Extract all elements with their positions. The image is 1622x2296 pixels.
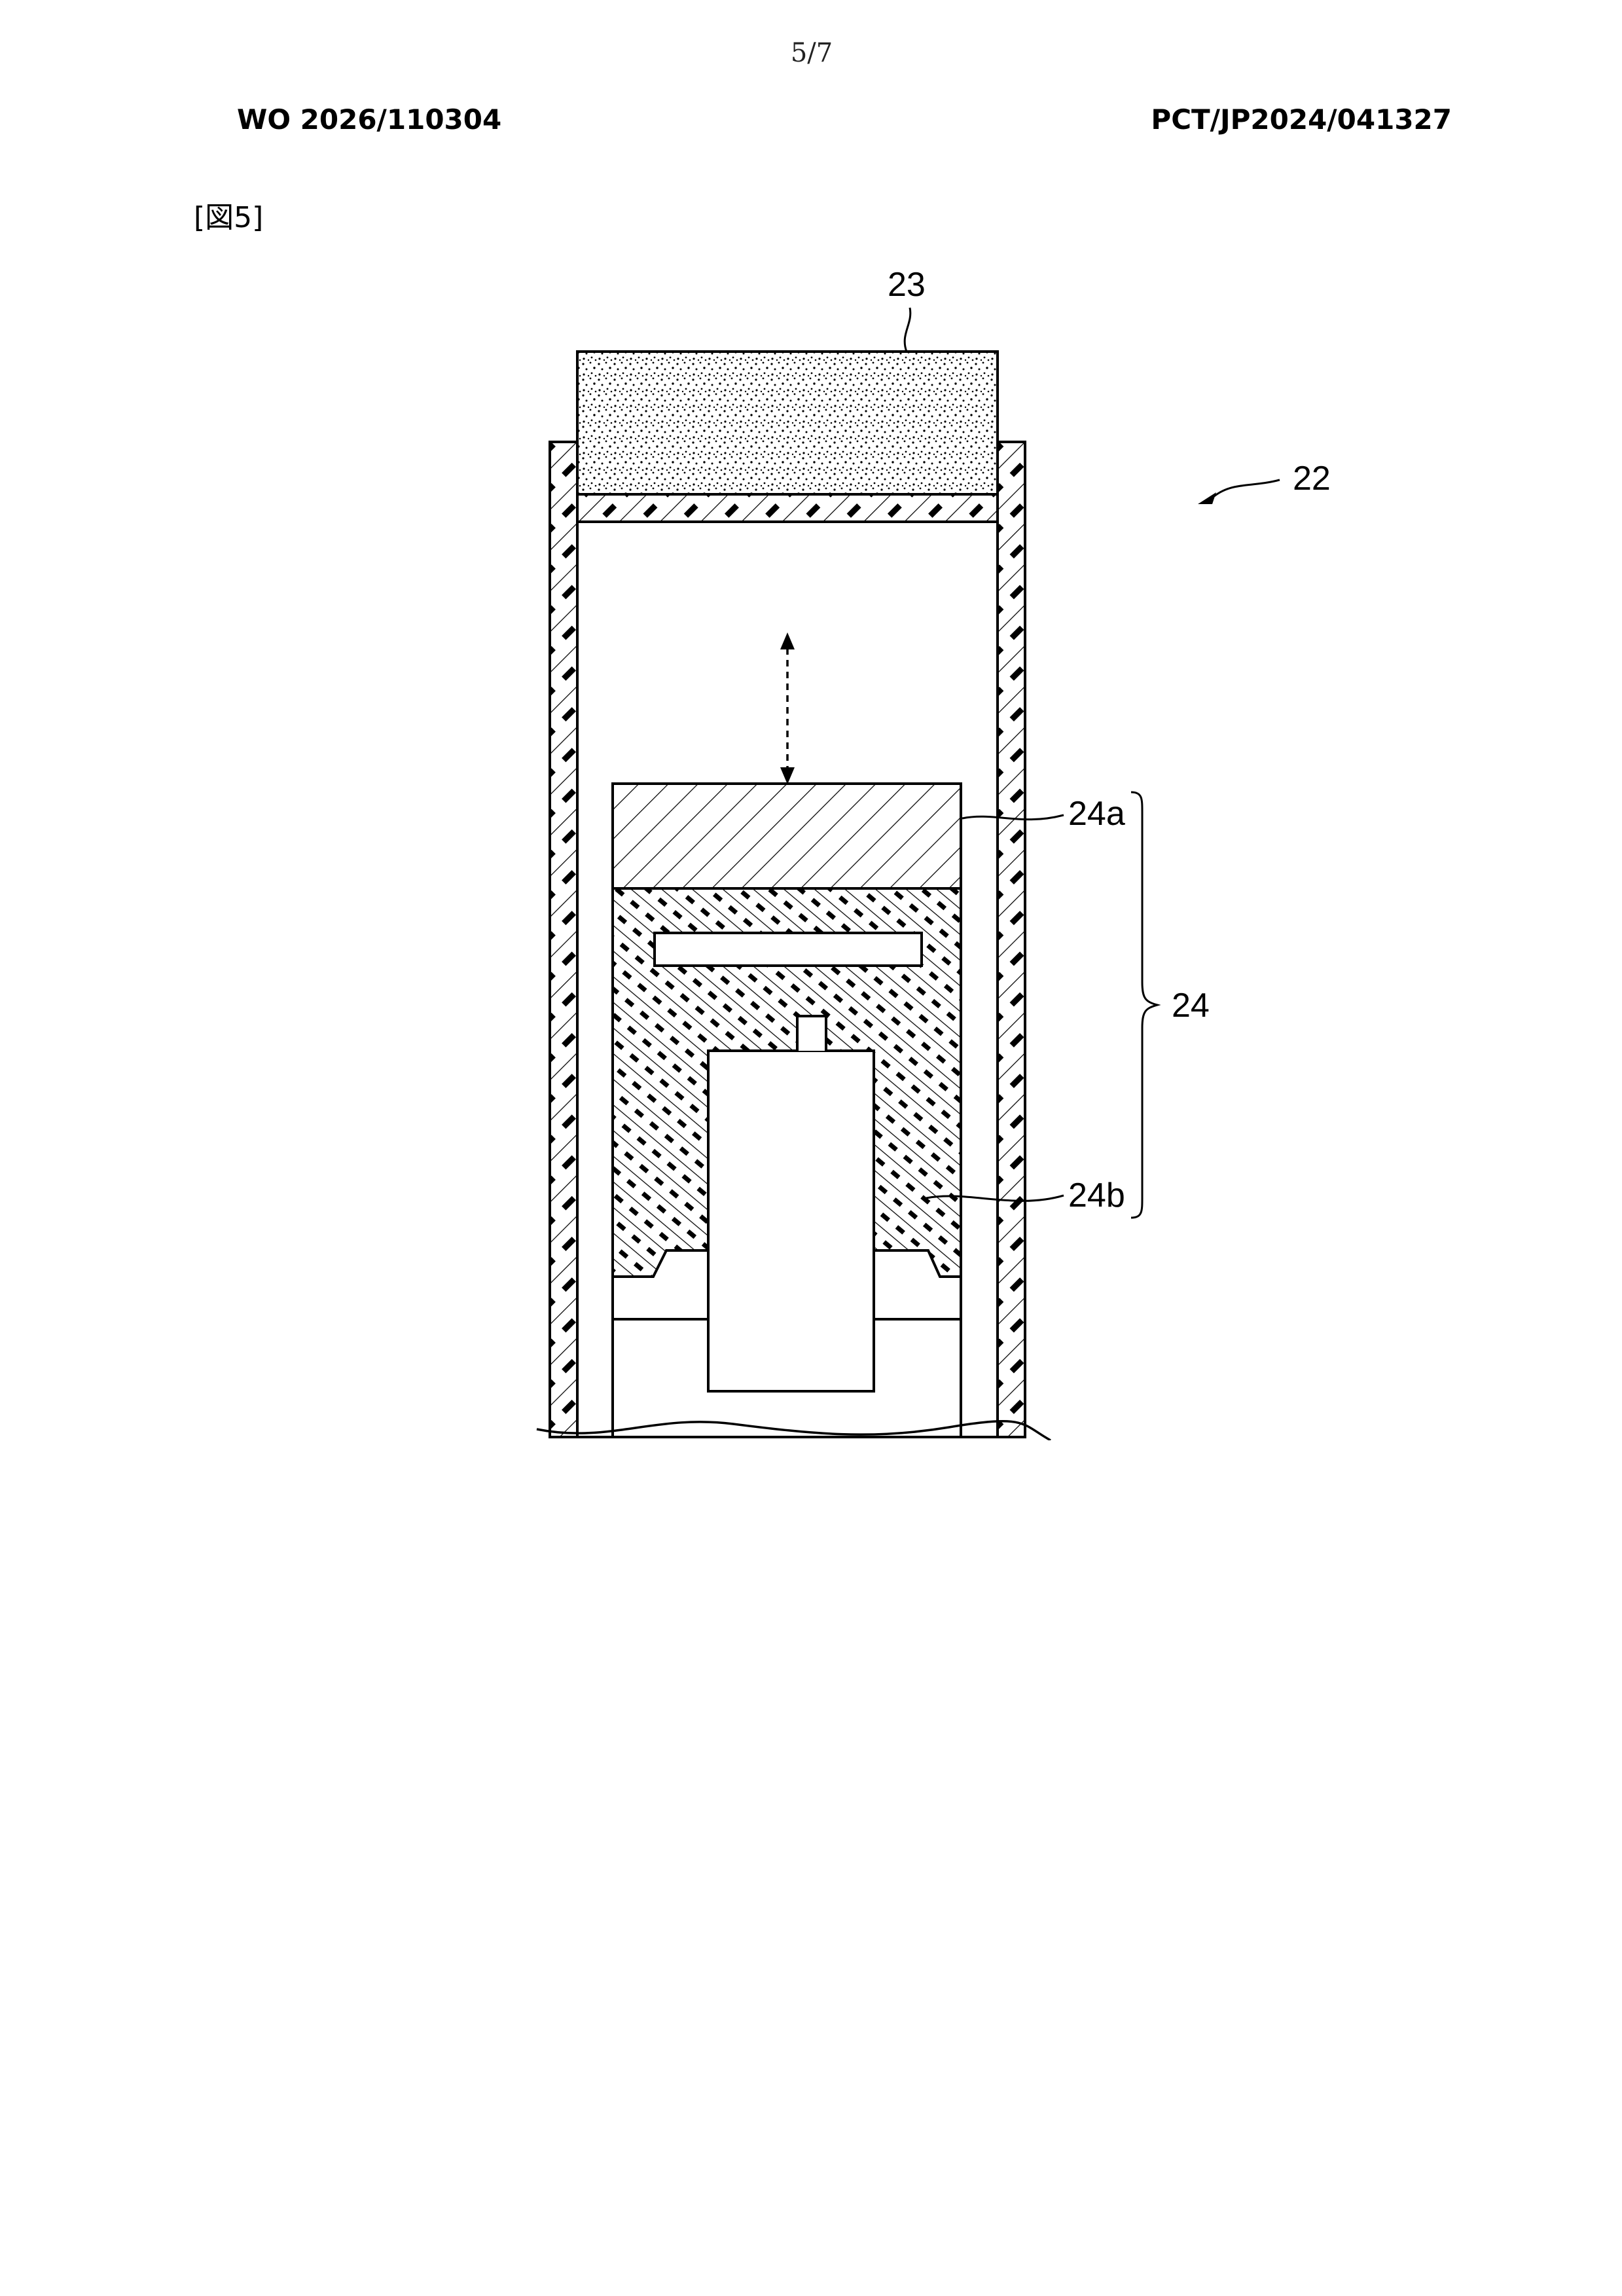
ref-22: 22	[1293, 460, 1331, 498]
publication-number: WO 2026/110304	[237, 103, 502, 136]
ref-23: 23	[888, 266, 926, 304]
brace-24	[1130, 791, 1161, 1219]
figure-label: [図5]	[194, 201, 264, 234]
slot	[653, 932, 923, 967]
housing-wall	[549, 441, 1026, 1438]
plunger	[707, 1049, 875, 1393]
ref-24: 24	[1172, 987, 1210, 1025]
heater-block-23	[576, 350, 999, 496]
ref-24b: 24b	[1068, 1176, 1125, 1214]
application-number: PCT/JP2024/041327	[1151, 103, 1452, 136]
break-line	[536, 1420, 1051, 1442]
movement-arrow-icon	[780, 632, 795, 784]
inner-cavity	[576, 520, 999, 1438]
page-number: 5/7	[790, 38, 833, 68]
ref-24a: 24a	[1068, 795, 1125, 833]
element-24a	[611, 782, 962, 890]
